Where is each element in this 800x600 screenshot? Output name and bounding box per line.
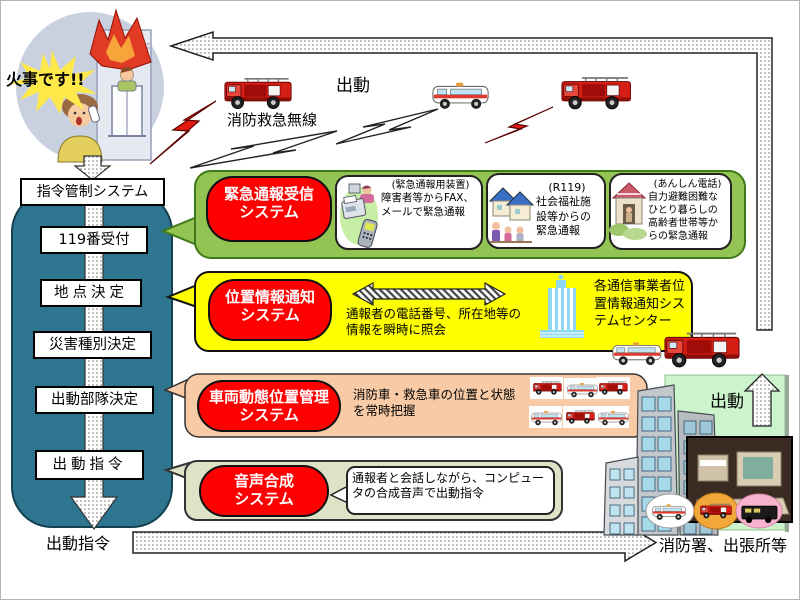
command-system-title: 指令管制システム — [20, 178, 165, 206]
radio-label: 消防救急無線 — [227, 111, 318, 129]
location-system-title: 位置情報通知 システム — [209, 288, 331, 325]
title-line: システム — [239, 203, 299, 222]
title-line: システム — [239, 406, 299, 425]
reception-item-anshin: (あんしん電話) 自力避難困難な ひとり暮らしの高齢者世帯等からの緊急通報 — [648, 178, 727, 243]
vehicle-system-title: 車両動態位置管理 システム — [198, 388, 340, 425]
reception-system-panel — [160, 170, 746, 259]
fire-caller-illustration — [8, 8, 164, 163]
telecom-center-label: 各通信事業者位置情報通知システムセンター — [594, 279, 686, 330]
reception-item-fax: (緊急通報用装置) 障害者等からFAX、メールで緊急通報 — [381, 179, 480, 219]
voice-system-title: 音声合成 システム — [200, 472, 328, 509]
person-in-window — [117, 66, 137, 92]
fire-truck-icon — [561, 77, 632, 110]
step-disaster-type: 災害種別決定 — [33, 331, 152, 359]
location-desc: 通報者の電話番号、所在地等の情報を瞬時に照会 — [346, 306, 522, 337]
location-system-panel — [165, 271, 693, 352]
query-double-arrow — [351, 281, 507, 307]
vehicle-desc: 消防車・救急車の位置と状態を常時把握 — [353, 387, 516, 418]
flames-icon — [89, 8, 152, 71]
location-title-oval — [208, 279, 332, 341]
destination-label: 消防署、出張所等 — [659, 536, 788, 555]
step-dispatch-order: 出動指令 — [35, 450, 144, 480]
item-text: 自力避難困難な ひとり暮らしの高齢者世帯等からの緊急通報 — [648, 192, 718, 242]
item-caption: (緊急通報用装置) — [391, 180, 470, 191]
ambulance-icon — [612, 341, 662, 366]
radio-wave-icon — [335, 108, 439, 145]
item-text: 障害者等からFAX、メールで緊急通報 — [381, 192, 474, 218]
reception-title-oval — [206, 176, 332, 242]
fire-truck-icon — [664, 332, 740, 368]
shout-starburst — [8, 50, 97, 114]
title-line: 緊急通報受信 — [223, 185, 314, 203]
title-line: システム — [234, 490, 294, 509]
vehicle-system-panel — [163, 373, 648, 438]
vehicle-title-oval — [197, 380, 341, 432]
ambulance-icon — [432, 82, 489, 110]
dispatch-return-arrow — [168, 30, 773, 331]
lightning-icon — [149, 100, 217, 165]
title-line: 音声合成 — [233, 472, 294, 490]
step-location-decision: 地点決定 — [40, 279, 142, 307]
station-dispatch-arrow — [743, 373, 781, 427]
elderly-house-icon — [609, 182, 647, 240]
step-119-reception: 119番受付 — [40, 226, 148, 254]
lightning-icon — [484, 106, 554, 144]
dispatch-order-label: 出動指令 — [46, 534, 111, 553]
reception-system-title: 緊急通報受信 システム — [207, 185, 331, 222]
dispatch-order-arrow — [132, 522, 658, 563]
item-text: 社会福祉施設等からの緊急通報 — [536, 195, 591, 237]
item-caption: (R119) — [548, 181, 586, 194]
voice-title-oval — [199, 465, 329, 517]
telecom-center-icon — [540, 274, 584, 338]
title-line: 位置情報通知 — [224, 288, 315, 306]
title-line: 車両動態位置管理 — [208, 388, 329, 406]
fire-shout-label: 火事です!! — [6, 70, 85, 89]
voice-system-panel — [162, 460, 563, 521]
voice-desc: 通報者と会話しながら、コンピュータの合成音声で出動指令 — [352, 471, 545, 500]
fire-truck-icon — [224, 77, 292, 110]
voice-desc-box — [346, 466, 555, 515]
reception-item-r119: (R119) 社会福祉施設等からの緊急通報 — [536, 181, 598, 238]
item-caption: (あんしん電話) — [653, 179, 722, 190]
dispatch-top-label: 出動 — [336, 76, 370, 96]
title-line: システム — [240, 306, 300, 325]
step-unit-decision: 出動部隊決定 — [35, 386, 154, 414]
reception-item2-box — [486, 173, 606, 249]
caller-to-command-arrow — [73, 155, 112, 181]
radio-wave-icon — [189, 130, 338, 169]
station-dispatch-label: 出動 — [710, 392, 744, 412]
fax-phone-icon — [340, 183, 378, 248]
fire-station-panel — [603, 373, 793, 536]
welfare-facility-icon — [488, 187, 535, 243]
